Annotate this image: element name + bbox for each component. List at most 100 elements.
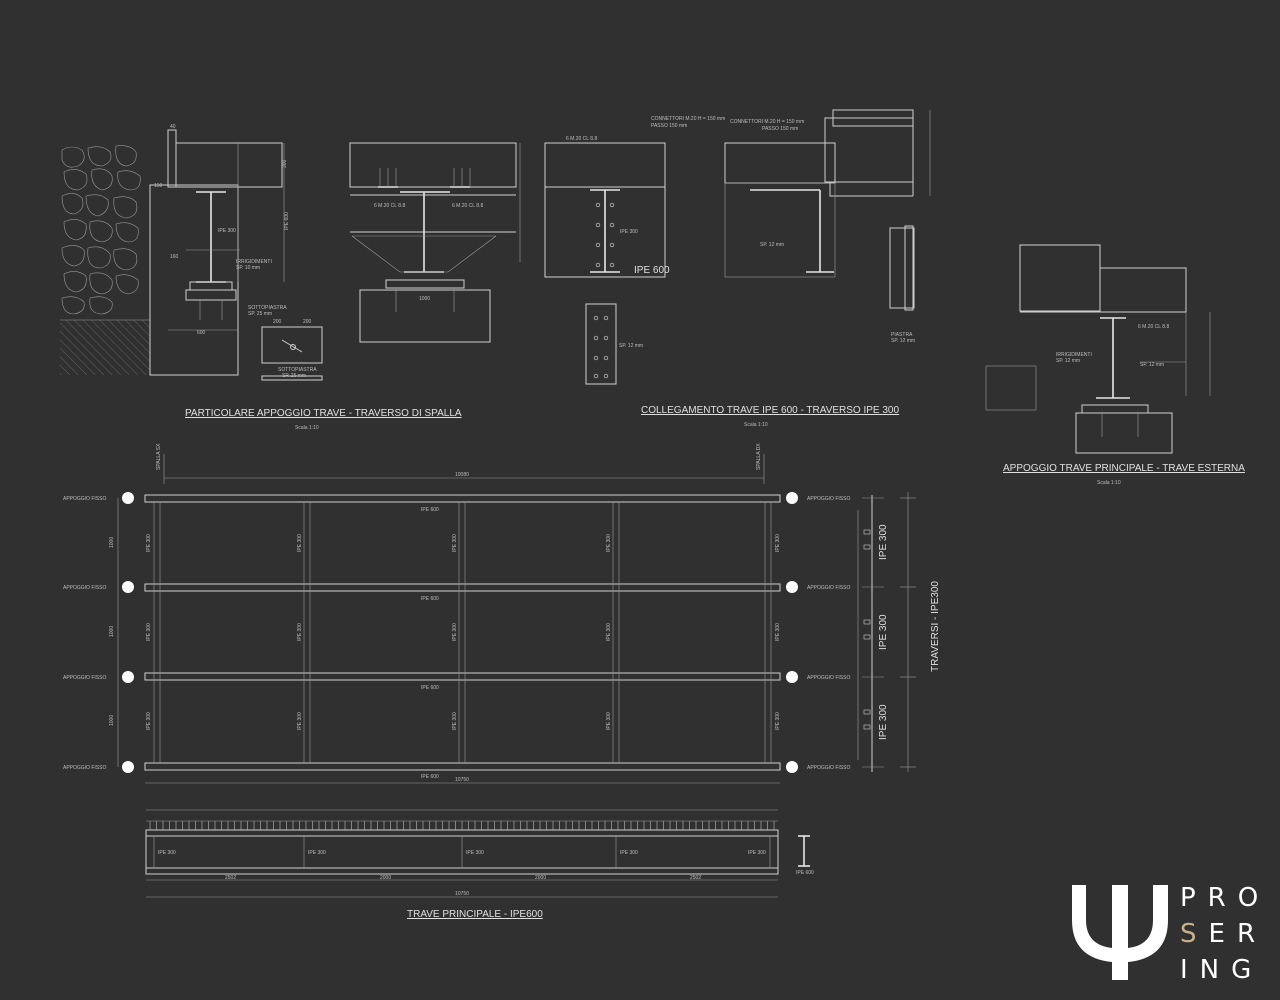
label: IPE 600	[634, 265, 670, 276]
label: PIASTRA	[891, 332, 913, 338]
label: IRRIGIDIMENTI	[236, 259, 272, 265]
label: SP. 12 mm	[1140, 362, 1164, 368]
ipe600-section-1	[196, 191, 226, 283]
support-label: APPOGGIO FISSO	[63, 496, 106, 502]
support-label: APPOGGIO FISSO	[807, 585, 850, 591]
elevation-section-symbol	[798, 835, 810, 867]
bottom-dim: 10750	[455, 777, 469, 783]
support-label: APPOGGIO FISSO	[807, 675, 850, 681]
dim: 40	[170, 124, 176, 130]
dim: 200	[273, 319, 282, 325]
dim: 1000	[419, 296, 430, 302]
elev-dim: 2502	[690, 875, 701, 881]
cross-section-profile: IPE 300 IPE 300 IPE 300 TRAVERSI - IPE30…	[857, 492, 941, 772]
cross-label: IPE 300	[452, 534, 458, 552]
detail-edge-connection: CONNETTORI M.20 H = 150 mm PASSO 150 mm …	[641, 109, 931, 428]
support-label: APPOGGIO FISSO	[63, 585, 106, 591]
label: SOTTOPIASTRA	[278, 367, 317, 373]
label: SP. 10 mm	[236, 265, 260, 271]
label: IPE 300	[218, 228, 236, 234]
connection-plate	[585, 303, 617, 385]
dim: 160	[170, 254, 179, 260]
logo-line: PRO	[1180, 883, 1271, 913]
elev-label: IPE 300	[158, 850, 176, 856]
elevation-view: IPE 300 IPE 300 IPE 300 IPE 300 IPE 300 …	[145, 809, 814, 920]
dim: 600	[197, 330, 206, 336]
elev-label: IPE 300	[466, 850, 484, 856]
cross-beams	[153, 502, 772, 763]
cross-label: IPE 300	[146, 534, 152, 552]
subplate-detail	[261, 326, 323, 364]
detail-outer-support: IRRIGIDIMENTI SP. 12 mm 6 M.20 CL 8.8 SP…	[985, 244, 1245, 486]
plan-view: 10080 SPALLA SX SPALLA DX IPE 600 IPE 60…	[63, 443, 941, 784]
detail2-title: COLLEGAMENTO TRAVE IPE 600 - TRAVERSO IP…	[641, 405, 899, 416]
support-label: APPOGGIO FISSO	[63, 765, 106, 771]
section-label: IPE 300	[878, 614, 889, 650]
stone-wall	[60, 143, 150, 375]
detail1-scale: Scala 1:10	[295, 425, 319, 431]
support-label: APPOGGIO FISSO	[63, 675, 106, 681]
cross-label: IPE 300	[452, 623, 458, 641]
support-label: APPOGGIO FISSO	[807, 765, 850, 771]
elevation-stiffeners	[153, 836, 771, 868]
label: CONNETTORI M.20 H = 150 mm	[730, 119, 804, 125]
cross-label: IPE 300	[146, 623, 152, 641]
detail-connection-side: CONNETTORI M.20 H = 150 mm PASSO 150 mm …	[544, 116, 725, 385]
detail-connection-front: 6 M.20 CL 8.8 6 M.20 CL 8.8 1000	[349, 142, 521, 343]
cross-label: IPE 300	[606, 623, 612, 641]
elev-label: IPE 300	[748, 850, 766, 856]
label: IRRIGIDIMENTI	[1056, 352, 1092, 358]
supports-right	[786, 492, 798, 773]
supports-left	[122, 492, 134, 773]
cross-label: IPE 300	[297, 623, 303, 641]
cross-label: IPE 300	[452, 712, 458, 730]
cross-label: IPE 300	[146, 712, 152, 730]
connector-ticks	[149, 821, 775, 830]
section-label: IPE 300	[878, 704, 889, 740]
logo-line: ING	[1180, 955, 1264, 985]
detail3-scale: Scala 1:10	[1097, 480, 1121, 486]
spalla-right: SPALLA DX	[756, 443, 762, 470]
section-label: IPE 300	[878, 524, 889, 560]
elevation-title: TRAVE PRINCIPALE - IPE600	[407, 909, 543, 920]
beam-label: IPE 600	[421, 596, 439, 602]
cross-label: IPE 300	[297, 712, 303, 730]
label: SP. 12 mm	[891, 338, 915, 344]
logo-wordmark: PRO SER ING	[1180, 880, 1270, 988]
label: CONNETTORI M.20 H = 150 mm	[651, 116, 725, 122]
dim: 300	[282, 159, 288, 168]
cross-label: IPE 300	[775, 534, 781, 552]
beam-label: IPE 600	[421, 685, 439, 691]
elev-label: IPE 300	[308, 850, 326, 856]
dim: 200	[303, 319, 312, 325]
label: SP. 25 mm	[248, 311, 272, 317]
label: IPE 300	[620, 229, 638, 235]
top-dim: 10080	[455, 472, 469, 478]
label: 6 M.20 CL 8.8	[566, 136, 597, 142]
detail3-title: APPOGGIO TRAVE PRINCIPALE - TRAVE ESTERN…	[1003, 463, 1245, 474]
label: 6 M.20 CL 8.8	[452, 203, 483, 209]
beam-label: IPE 600	[421, 507, 439, 513]
abutment-concrete	[149, 184, 239, 376]
elev-dim: 2502	[225, 875, 236, 881]
detail1-title: PARTICOLARE APPOGGIO TRAVE - TRAVERSO DI…	[185, 408, 462, 419]
label: SP. 12 mm	[619, 343, 643, 349]
label: PASSO 150 mm	[762, 126, 798, 132]
elev-total: 10750	[455, 891, 469, 897]
cross-label: IPE 300	[606, 712, 612, 730]
detail2-scale: Scala 1:10	[744, 422, 768, 428]
label: IPE 600	[284, 212, 290, 230]
label: 6 M.20 CL 8.8	[374, 203, 405, 209]
label: PASSO 150 mm	[651, 123, 687, 129]
support-label: APPOGGIO FISSO	[807, 496, 850, 502]
cross-label: IPE 300	[775, 623, 781, 641]
logo-line: SER	[1180, 919, 1268, 949]
traversi-label: TRAVERSI - IPE300	[930, 581, 941, 672]
elev-label: IPE 300	[620, 850, 638, 856]
elev-section: IPE 600	[796, 870, 814, 876]
main-beams	[144, 494, 781, 771]
elev-dim: 2000	[380, 875, 391, 881]
label: SP. 12 mm	[1056, 358, 1080, 364]
detail-abutment-support: IPE 300 IRRIGIDIMENTI SP. 10 mm SOTTOPIA…	[60, 124, 462, 431]
